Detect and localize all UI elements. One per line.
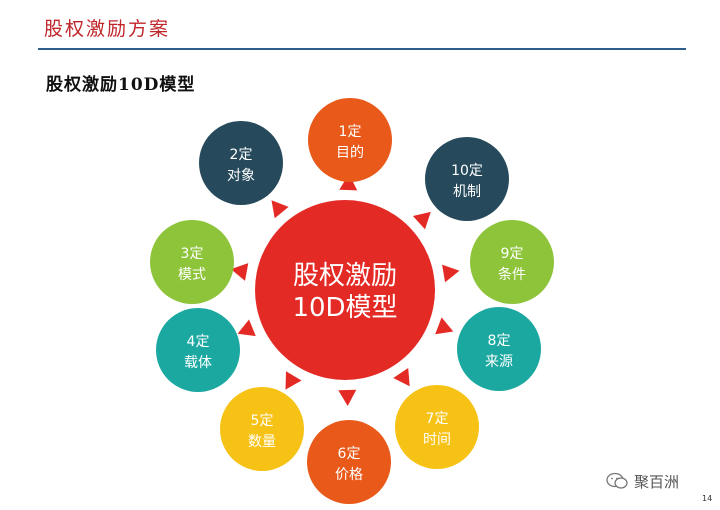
center-circle: 股权激励 10D模型	[255, 200, 435, 380]
node-circle-9	[470, 220, 554, 304]
node-circle-1	[308, 98, 392, 182]
node-4-line1: 4定	[187, 334, 210, 350]
arrow-10	[412, 211, 431, 230]
node-10-line1: 10定	[451, 163, 483, 179]
arrow-1	[339, 174, 358, 191]
node-2-line1: 2定	[230, 147, 253, 163]
node-5-line2: 数量	[248, 434, 276, 450]
nodes-group: 1定目的10定机制9定条件8定来源7定时间6定价格5定数量4定载体3定模式2定对…	[150, 98, 554, 504]
brand-name: 聚百洲	[634, 472, 680, 491]
node-7-line1: 7定	[426, 411, 449, 427]
arrow-6	[338, 389, 357, 406]
node-circle-6	[307, 420, 391, 504]
brand-watermark: 聚百洲	[606, 470, 679, 492]
center-circle-shape	[255, 200, 435, 380]
node-9-line2: 条件	[498, 266, 526, 283]
arrow-7	[393, 368, 410, 387]
page-title: 股权激励方案	[44, 18, 171, 40]
node-6-line2: 价格	[335, 467, 363, 483]
node-1-line2: 目的	[336, 145, 364, 161]
node-circle-3	[150, 220, 234, 304]
arrow-8	[435, 317, 454, 335]
node-10-line2: 机制	[453, 184, 481, 200]
arrow-9	[442, 264, 460, 283]
wechat-icon	[606, 472, 628, 489]
arrow-4	[237, 319, 256, 337]
arrow-5	[285, 371, 302, 390]
node-3-line2: 模式	[178, 267, 206, 283]
node-circle-10	[425, 137, 509, 221]
node-3-line1: 3定	[181, 246, 204, 262]
node-7-line2: 时间	[423, 432, 451, 448]
node-4-line2: 载体	[184, 355, 212, 371]
node-circle-4	[156, 308, 240, 392]
node-8-line2: 来源	[485, 354, 513, 370]
node-2-line2: 对象	[227, 168, 255, 184]
node-circle-2	[199, 121, 283, 205]
arrows-group	[230, 174, 460, 406]
node-circle-7	[395, 385, 479, 469]
node-circle-5	[220, 387, 304, 471]
node-8-line1: 8定	[488, 333, 511, 349]
node-5-line1: 5定	[251, 413, 274, 429]
center-label-line1: 股权激励	[293, 261, 397, 291]
arrow-3	[230, 263, 249, 281]
section-title: 股权激励10D模型	[46, 75, 196, 95]
center-label-line2: 10D模型	[292, 293, 397, 323]
page-number: 14	[702, 494, 713, 503]
node-circle-8	[457, 307, 541, 391]
header-divider	[38, 48, 686, 50]
node-6-line1: 6定	[338, 446, 361, 462]
node-1-line1: 1定	[339, 124, 362, 140]
node-9-line1: 9定	[501, 246, 524, 262]
arrow-2	[271, 200, 289, 219]
